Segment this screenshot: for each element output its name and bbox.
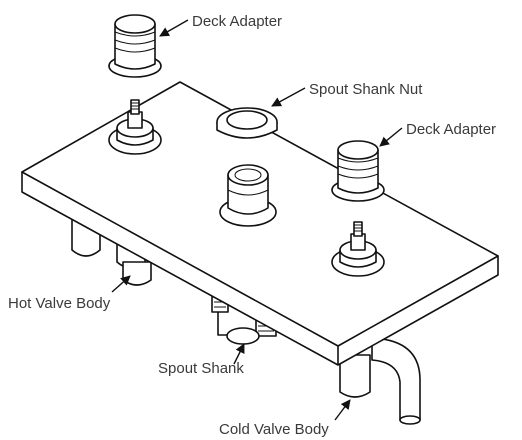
spout-shank-top (219, 164, 277, 227)
cold-valve-cartridge (331, 221, 385, 277)
leader-lines (111, 19, 403, 421)
label-spout-shank-nut: Spout Shank Nut (309, 81, 423, 98)
label-deck-adapter-top: Deck Adapter (192, 13, 282, 30)
arrow-spout-shank (233, 343, 245, 365)
label-spout-shank: Spout Shank (158, 360, 244, 377)
arrow-spout-shank-nut (271, 87, 306, 107)
cold-valve-body-part (339, 337, 421, 425)
label-hot-valve-body: Hot Valve Body (8, 295, 111, 312)
hot-valve-cartridge (108, 99, 162, 155)
label-deck-adapter-right: Deck Adapter (406, 121, 496, 138)
label-cold-valve-body: Cold Valve Body (219, 421, 329, 438)
deck-adapter-top-part (108, 14, 162, 78)
arrow-deck-adapter-top (159, 19, 189, 37)
arrow-hot-valve-body (111, 275, 131, 293)
arrow-deck-adapter-right (379, 127, 403, 147)
arrow-cold-valve-body (334, 399, 351, 421)
spout-shank-nut-part (216, 107, 278, 139)
deck-adapter-right-part (331, 140, 385, 202)
